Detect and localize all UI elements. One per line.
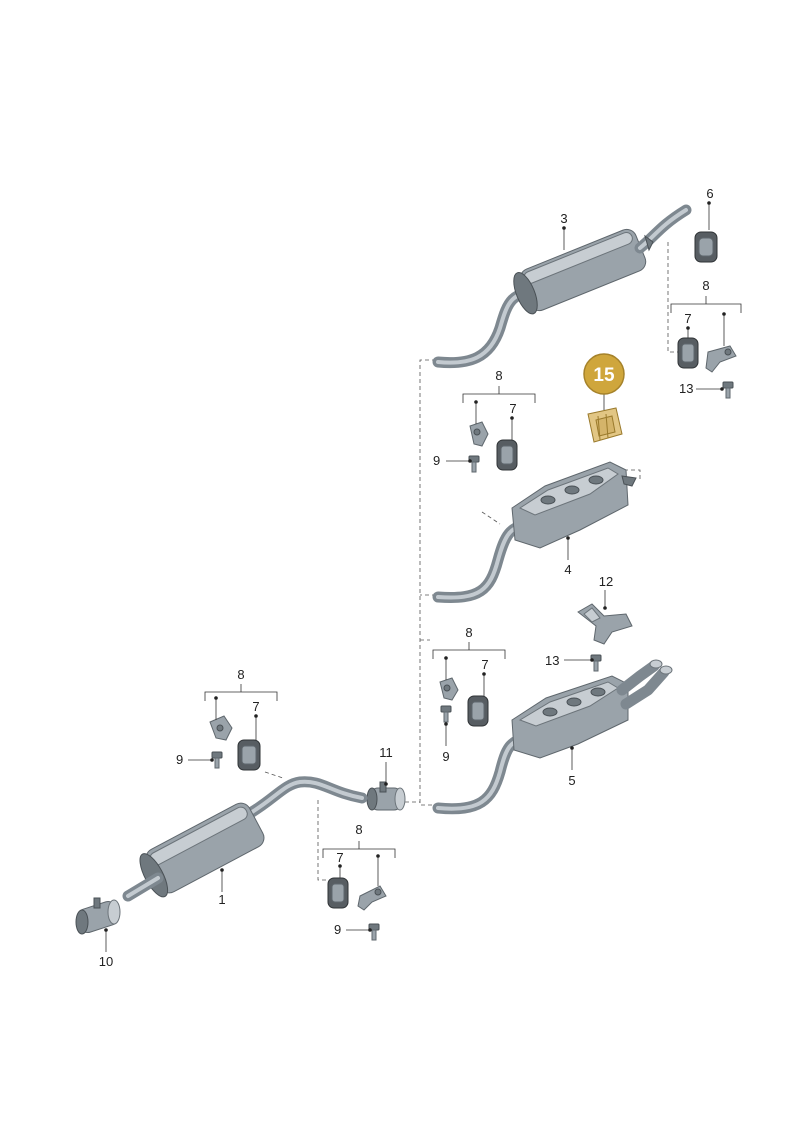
clamp-11[interactable] (366, 781, 406, 811)
clamp-10[interactable] (75, 897, 121, 935)
bolt-9-d[interactable] (368, 923, 380, 941)
callout-9-d: 9 (334, 922, 341, 937)
front-pipe-silencer-1[interactable] (122, 776, 368, 902)
callout-5: 5 (568, 773, 575, 788)
callout-1: 1 (218, 892, 225, 907)
bracket-12[interactable] (577, 603, 633, 645)
callout-4: 4 (564, 562, 571, 577)
bracket-8-a[interactable] (209, 715, 233, 741)
rubber-mount-15-highlighted[interactable] (587, 407, 623, 443)
callout-9-a: 9 (176, 752, 183, 767)
hanger-set-group-e (670, 296, 742, 399)
callout-12: 12 (599, 574, 613, 589)
callout-13-f: 13 (545, 653, 559, 668)
rubber-mount-7-b[interactable] (496, 439, 518, 471)
bolt-13-e[interactable] (722, 381, 734, 399)
rear-silencer-4[interactable] (432, 461, 637, 604)
hanger-set-group-b (462, 386, 536, 473)
callout-7-d: 7 (336, 850, 343, 865)
hanger-set-group-a (204, 684, 278, 771)
bracket-8-b[interactable] (469, 421, 489, 447)
callout-8-a: 8 (237, 667, 244, 682)
rubber-mount-6[interactable] (694, 231, 718, 263)
center-silencer-3[interactable] (432, 204, 692, 369)
callout-8-e: 8 (702, 278, 709, 293)
callout-15-badge[interactable]: 15 (583, 353, 625, 395)
bolt-9-c[interactable] (440, 705, 452, 723)
callout-labels: 3 6 8 7 13 8 7 9 4 12 13 8 7 9 5 11 8 7 … (99, 186, 714, 969)
assembly-guide-lines (264, 242, 680, 881)
callout-7-e: 7 (684, 311, 691, 326)
bolt-9-a[interactable] (211, 751, 223, 769)
callout-15: 15 (593, 365, 615, 386)
bolt-13-f[interactable] (590, 654, 602, 672)
bolt-9-b[interactable] (468, 455, 480, 473)
callout-11: 11 (379, 745, 393, 760)
callout-8-b: 8 (495, 368, 502, 383)
callout-9-b: 9 (433, 453, 440, 468)
bracket-8-c[interactable] (439, 677, 459, 701)
callout-8-d: 8 (355, 822, 362, 837)
callout-7-c: 7 (481, 657, 488, 672)
leader-lines (104, 201, 726, 952)
rubber-mount-7-a[interactable] (237, 739, 261, 771)
bracket-8-d[interactable] (357, 885, 387, 911)
rubber-mount-7-e[interactable] (677, 337, 699, 369)
rubber-mount-7-d[interactable] (327, 877, 349, 909)
callout-13-e: 13 (679, 381, 693, 396)
callout-7-a: 7 (252, 699, 259, 714)
bracket-8-e[interactable] (705, 345, 737, 373)
rear-silencer-5[interactable] (432, 659, 673, 815)
callout-10: 10 (99, 954, 113, 969)
callout-7-b: 7 (509, 401, 516, 416)
callout-9-c: 9 (442, 749, 449, 764)
callout-8-c: 8 (465, 625, 472, 640)
callout-3: 3 (560, 211, 567, 226)
hanger-set-group-c (432, 642, 506, 727)
hanger-set-group-d (322, 841, 396, 941)
callout-6: 6 (706, 186, 713, 201)
rubber-mount-7-c[interactable] (467, 695, 489, 727)
